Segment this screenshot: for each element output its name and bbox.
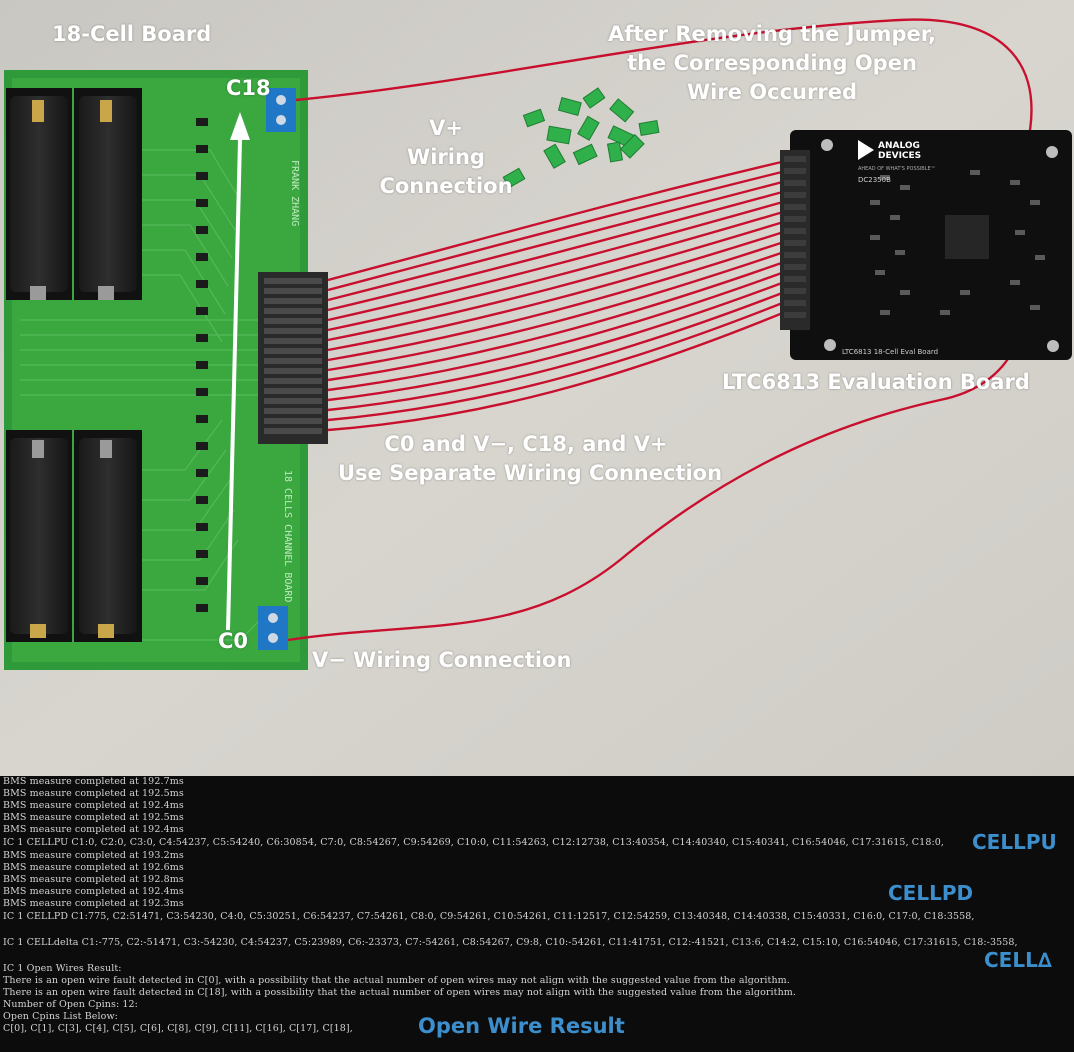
- label-v-plus-line1: V+: [429, 116, 463, 140]
- console-line: BMS measure completed at 192.5ms: [3, 788, 184, 799]
- console-line-open-count: Number of Open Cpins: 12:: [3, 999, 138, 1010]
- console-line-open-list-header: Open Cpins List Below:: [3, 1011, 118, 1022]
- label-jumper-note: After Removing the Jumper, the Correspon…: [600, 20, 944, 107]
- board-silk-channel: 18 CELLS CHANNEL BOARD: [282, 470, 293, 602]
- adi-tagline: AHEAD OF WHAT'S POSSIBLE™: [858, 166, 936, 172]
- console-line: BMS measure completed at 192.4ms: [3, 886, 184, 897]
- adi-part-number: DC2350B: [858, 176, 891, 184]
- console-line: BMS measure completed at 192.4ms: [3, 824, 184, 835]
- label-separate-line1: C0 and V−, C18, and V+: [384, 432, 668, 456]
- arrow-head: [230, 112, 250, 140]
- adi-logo-icon: [858, 140, 874, 160]
- console-line-open-wire-c18: There is an open wire fault detected in …: [3, 987, 797, 998]
- cell-board: FRANK ZHANG 18 CELLS CHANNEL BOARD: [4, 70, 328, 670]
- removed-jumpers: [502, 87, 660, 189]
- hardware-photo: FRANK ZHANG 18 CELLS CHANNEL BOARD: [0, 0, 1074, 776]
- console-line: BMS measure completed at 192.5ms: [3, 812, 184, 823]
- photo-illustration: FRANK ZHANG 18 CELLS CHANNEL BOARD: [0, 0, 1074, 776]
- console-line: BMS measure completed at 192.6ms: [3, 862, 184, 873]
- board-silk-name: FRANK ZHANG: [289, 160, 300, 226]
- console-line: BMS measure completed at 192.8ms: [3, 874, 184, 885]
- console-line-cellpu: IC 1 CELLPU C1:0, C2:0, C3:0, C4:54237, …: [3, 837, 945, 848]
- console-line-open-wire-header: IC 1 Open Wires Result:: [3, 963, 122, 974]
- label-v-minus-wiring: V− Wiring Connection: [312, 648, 572, 672]
- terminal-block-c0: [258, 606, 288, 650]
- tag-open-wire-result: Open Wire Result: [418, 1014, 625, 1038]
- tag-cellpd: CELLPD: [888, 881, 974, 905]
- label-v-plus-line2: Wiring: [407, 145, 485, 169]
- console-line: BMS measure completed at 193.2ms: [3, 850, 184, 861]
- label-jumper-line3: Wire Occurred: [687, 80, 857, 104]
- label-c18: C18: [226, 76, 271, 100]
- adi-logo-line1: ANALOG: [878, 141, 920, 151]
- cell-order-arrow: [226, 139, 242, 631]
- console-line-open-wire-c0: There is an open wire fault detected in …: [3, 975, 790, 986]
- label-cell-board: 18-Cell Board: [52, 22, 212, 46]
- console-line: BMS measure completed at 192.7ms: [3, 776, 184, 787]
- label-eval-board: LTC6813 Evaluation Board: [722, 370, 1030, 394]
- adi-board-silk: LTC6813 18-Cell Eval Board: [842, 348, 938, 356]
- label-jumper-line1: After Removing the Jumper,: [608, 22, 936, 46]
- tag-celldelta: CELL∆: [984, 948, 1052, 972]
- console-line-celldelta: IC 1 CELLdelta C1:-775, C2:-51471, C3:-5…: [3, 937, 1018, 948]
- adi-logo-line2: DEVICES: [878, 151, 921, 161]
- label-v-plus-wiring: V+ Wiring Connection: [376, 114, 516, 201]
- label-v-plus-line3: Connection: [379, 174, 513, 198]
- ltc6813-eval-board: ANALOG DEVICES AHEAD OF WHAT'S POSSIBLE™…: [780, 130, 1072, 360]
- label-jumper-line2: the Corresponding Open: [627, 51, 917, 75]
- console-line-cellpd: IC 1 CELLPD C1:775, C2:51471, C3:54230, …: [3, 911, 975, 922]
- label-separate-wiring: C0 and V−, C18, and V+ Use Separate Wiri…: [338, 430, 723, 488]
- console-line: BMS measure completed at 192.4ms: [3, 800, 184, 811]
- console-line: BMS measure completed at 192.3ms: [3, 898, 184, 909]
- console-output: BMS measure completed at 192.7ms BMS mea…: [0, 776, 1074, 1052]
- label-c0: C0: [218, 629, 249, 653]
- label-separate-line2: Use Separate Wiring Connection: [338, 461, 723, 485]
- tag-cellpu: CELLPU: [972, 830, 1057, 854]
- wire-harness: [287, 18, 1033, 642]
- console-line-open-list: C[0], C[1], C[3], C[4], C[5], C[6], C[8]…: [3, 1023, 353, 1034]
